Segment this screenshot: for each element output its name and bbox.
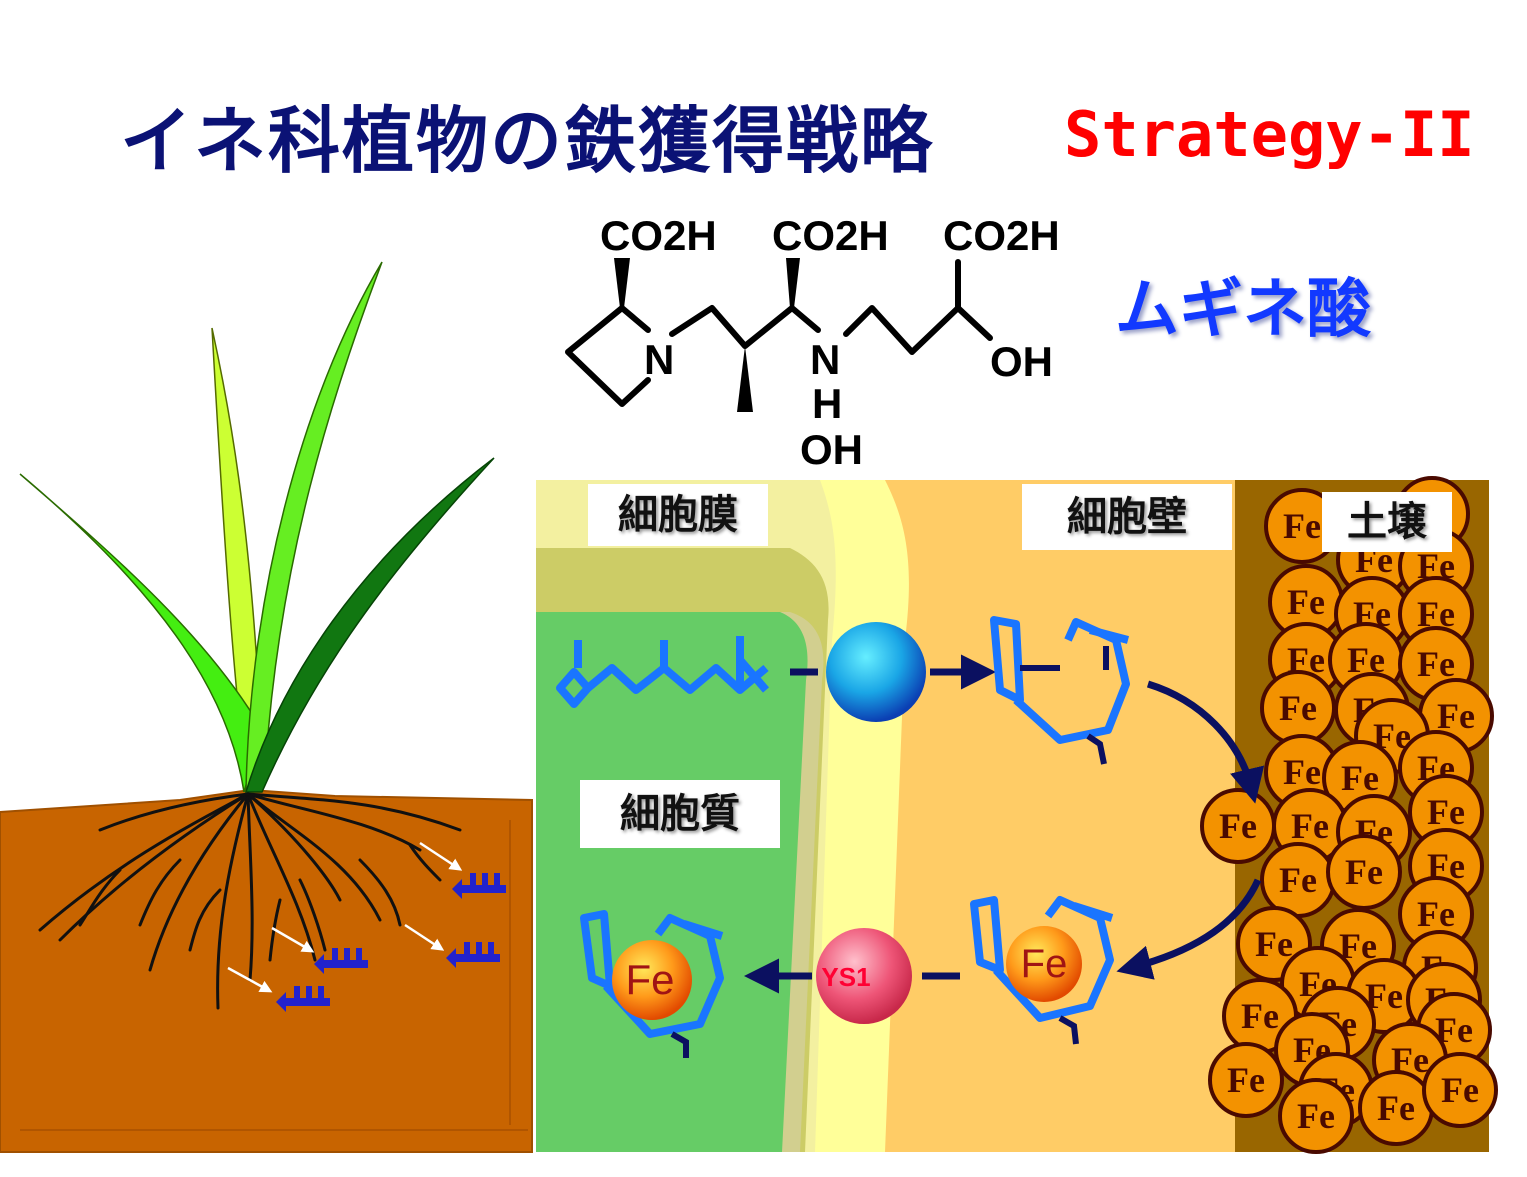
secreted-mugineic-icons (276, 873, 506, 1012)
iron-particle-label: Fe (1377, 1088, 1415, 1128)
iron-particle-label: Fe (1255, 924, 1293, 964)
iron-particle (1208, 1042, 1284, 1118)
iron-particle-label: Fe (1427, 792, 1465, 832)
iron-particle-label: Fe (1417, 894, 1455, 934)
chain-hydrogen-label: H (812, 380, 842, 427)
fe-complex-cytoplasm: Fe (580, 910, 724, 1058)
molecule-name: ムギネ酸 (1115, 273, 1371, 347)
hydroxyl-right-label: OH (990, 338, 1053, 385)
carboxyl-1-label: CO2H (600, 212, 717, 259)
ys1-label: YS1 (821, 962, 870, 992)
fe-complex-wall-label: Fe (1021, 942, 1068, 986)
carboxyl-2-label: CO2H (772, 212, 889, 259)
iron-particle-label: Fe (1345, 852, 1383, 892)
mugineic-acid-folded (990, 616, 1130, 744)
iron-particle-label: Fe (1297, 1096, 1335, 1136)
carboxyl-3-label: CO2H (943, 212, 1060, 259)
stereo-wedges (614, 258, 800, 412)
title-japanese: イネ科植物の鉄獲得戦略 (120, 99, 935, 183)
iron-particle-label: Fe (1227, 1060, 1265, 1100)
title-strategy: Strategy-II (1064, 98, 1475, 171)
plant-leaves (19, 261, 495, 793)
plant-illustration (0, 261, 533, 1153)
iron-particle-label: Fe (1341, 758, 1379, 798)
root-mugineic-arrows (227, 841, 463, 993)
iron-particle-label: Fe (1283, 506, 1321, 546)
iron-particle-label: Fe (1279, 688, 1317, 728)
ring-nitrogen-label: N (644, 336, 674, 383)
plant-roots (38, 792, 462, 1010)
label-soil: 土壌 (1322, 492, 1452, 552)
iron-particle-label: Fe (1287, 582, 1325, 622)
iron-particle (1278, 1078, 1354, 1154)
iron-particle-label: Fe (1437, 696, 1475, 736)
iron-particle-label: Fe (1283, 752, 1321, 792)
soil-block (0, 788, 533, 1153)
iron-particle-label: Fe (1241, 996, 1279, 1036)
flow-arrows (744, 654, 1265, 994)
iron-particle (1326, 834, 1402, 910)
fe-complex-wall: Fe (970, 896, 1114, 1045)
label-cytoplasm: 細胞質 (580, 780, 780, 848)
iron-particle-label: Fe (1279, 860, 1317, 900)
iron-particle-label: Fe (1291, 806, 1329, 846)
mugineic-acid-linear (556, 636, 770, 708)
iron-particle (1422, 1052, 1498, 1128)
mugineic-acid-structure (565, 259, 993, 407)
iron-particle-label: Fe (1441, 1070, 1479, 1110)
label-cell-wall: 細胞壁 (1022, 484, 1232, 550)
efflux-transporter-icon (826, 622, 926, 722)
hydroxyl-bottom-label: OH (800, 426, 863, 473)
ys1-transporter: YS1 (816, 928, 912, 1024)
iron-particle-label: Fe (1219, 806, 1257, 846)
fe-complex-cytoplasm-label: Fe (625, 956, 674, 1003)
label-cell-membrane: 細胞膜 (588, 484, 768, 546)
chain-nitrogen-label: N (810, 336, 840, 383)
iron-particle-label: Fe (1417, 644, 1455, 684)
